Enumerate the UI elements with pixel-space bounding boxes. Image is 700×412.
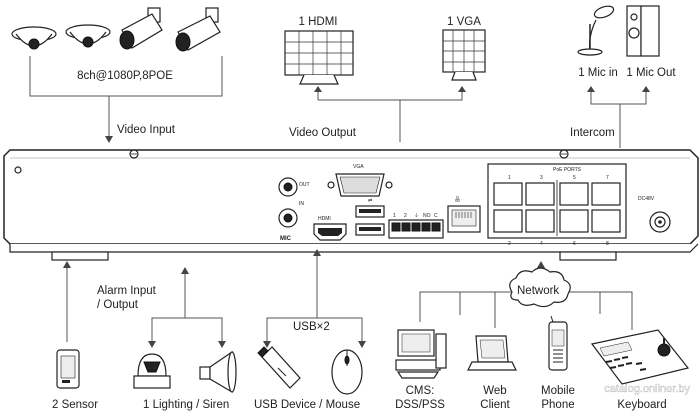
svg-text:3: 3 (540, 175, 543, 181)
bullet-camera-icon (119, 7, 163, 50)
laptop-icon (467, 335, 517, 371)
poe-port[interactable] (591, 182, 621, 206)
audio-out-jack[interactable]: OUT IN (278, 177, 310, 207)
svg-text:2: 2 (508, 241, 511, 247)
monitor-icon (284, 30, 354, 85)
keyboard-controller-icon (590, 329, 690, 385)
bullet-camera-icon (175, 7, 221, 52)
vga-monitor-label: 1 VGA (447, 16, 481, 28)
alarm-group: Alarm Input / Output 2 Sensor 1 Lighting… (52, 261, 237, 411)
siren-light-icon (133, 353, 171, 389)
usb-device-label: USB Device / Mouse (254, 399, 360, 411)
mic-in-jack[interactable]: MIC (278, 208, 298, 242)
hdmi-monitor-label: 1 HDMI (299, 16, 338, 28)
screw-icon (129, 149, 139, 159)
poe-port[interactable] (591, 209, 621, 233)
desktop-computer-icon (395, 329, 447, 379)
web-client-label: Client (480, 399, 510, 411)
svg-text:PoE PORTS: PoE PORTS (553, 167, 582, 173)
poe-port[interactable] (559, 209, 589, 233)
usb-port[interactable]: ⇄ (355, 198, 385, 218)
mobile-phone-icon (548, 315, 568, 371)
svg-text:1: 1 (508, 175, 511, 181)
svg-text:DC48V: DC48V (638, 196, 655, 202)
watermark: catalog.onliner.by (604, 383, 690, 395)
alarm-terminal-block[interactable]: 1 2 ⏚ NO C (388, 212, 444, 239)
rubber-foot (559, 251, 617, 261)
sensor-icon (56, 349, 80, 389)
svg-text:8: 8 (606, 241, 609, 247)
poe-port[interactable] (525, 182, 555, 206)
svg-text:⇄: ⇄ (368, 198, 372, 204)
svg-text:NO: NO (423, 213, 431, 219)
network-label: Network (517, 285, 559, 297)
poe-port[interactable] (493, 182, 523, 206)
cameras-group: 8ch@1080P,8POE Video Input (11, 7, 223, 143)
usb-port[interactable] (355, 223, 385, 236)
svg-text:MIC: MIC (280, 236, 292, 242)
speaker-icon (626, 5, 660, 57)
svg-text:品: 品 (455, 197, 460, 203)
svg-text:IN: IN (299, 201, 304, 207)
cameras-label: 8ch@1080P,8POE (77, 70, 173, 82)
cms-label: CMS: (406, 385, 435, 397)
svg-text:2: 2 (404, 213, 407, 219)
mic-in-label: 1 Mic in (578, 67, 618, 79)
power-connector[interactable]: DC48V (638, 196, 671, 233)
network-cloud-icon (509, 267, 571, 308)
screw-icon (559, 149, 569, 159)
svg-text:4: 4 (540, 241, 543, 247)
svg-text:1: 1 (393, 213, 396, 219)
cms-software-label: DSS/PSS (395, 399, 445, 411)
monitor-icon (442, 29, 486, 81)
microphone-icon (577, 5, 615, 56)
intercom-group: 1 Mic in 1 Mic Out Intercom (570, 5, 676, 148)
screw-icon (14, 166, 22, 174)
horn-speaker-icon (199, 350, 237, 394)
mobile-label: Mobile (541, 385, 575, 397)
lan-port[interactable]: 品 (447, 197, 481, 233)
vga-port[interactable]: VGA (327, 164, 393, 197)
dome-camera-icon (65, 24, 111, 48)
keyboard-label: Keyboard (617, 399, 666, 411)
hdmi-port[interactable]: HDMI (313, 216, 347, 241)
poe-port[interactable] (493, 209, 523, 233)
usb-label: USB×2 (293, 321, 330, 333)
nvr-rear-panel: OUT IN MIC VGA HDMI ⇄ (3, 149, 699, 261)
monitors-group: 1 HDMI 1 VGA Video Output (284, 16, 486, 142)
video-output-label: Video Output (289, 127, 357, 139)
sensor-label: 2 Sensor (52, 399, 98, 411)
video-input-label: Video Input (117, 124, 176, 136)
alarm-output-label: / Output (97, 299, 139, 311)
svg-text:6: 6 (573, 241, 576, 247)
mic-out-label: 1 Mic Out (626, 67, 676, 79)
svg-text:7: 7 (606, 175, 609, 181)
poe-ports-block[interactable]: PoE PORTS 1 3 5 7 2 4 6 8 (487, 163, 627, 247)
dome-camera-icon (11, 26, 57, 50)
lighting-label: 1 Lighting / Siren (143, 399, 229, 411)
web-label: Web (483, 385, 506, 397)
poe-port[interactable] (559, 182, 589, 206)
mobile-phone-label: Phone (541, 399, 574, 411)
svg-text:C: C (434, 213, 438, 219)
svg-text:VGA: VGA (353, 164, 364, 170)
alarm-input-label: Alarm Input (97, 285, 157, 297)
usb-flash-drive-icon (257, 346, 301, 389)
svg-text:5: 5 (573, 175, 576, 181)
intercom-label: Intercom (570, 127, 615, 139)
network-group: Network CMS: DSS/PSS Web Client M (395, 261, 690, 411)
svg-text:HDMI: HDMI (318, 216, 331, 222)
mouse-icon (331, 349, 363, 395)
usb-group: USB×2 USB Device / Mouse (254, 249, 366, 411)
svg-text:⏚: ⏚ (414, 212, 419, 219)
rubber-foot (51, 251, 109, 261)
svg-text:OUT: OUT (299, 182, 310, 188)
poe-port[interactable] (525, 209, 555, 233)
